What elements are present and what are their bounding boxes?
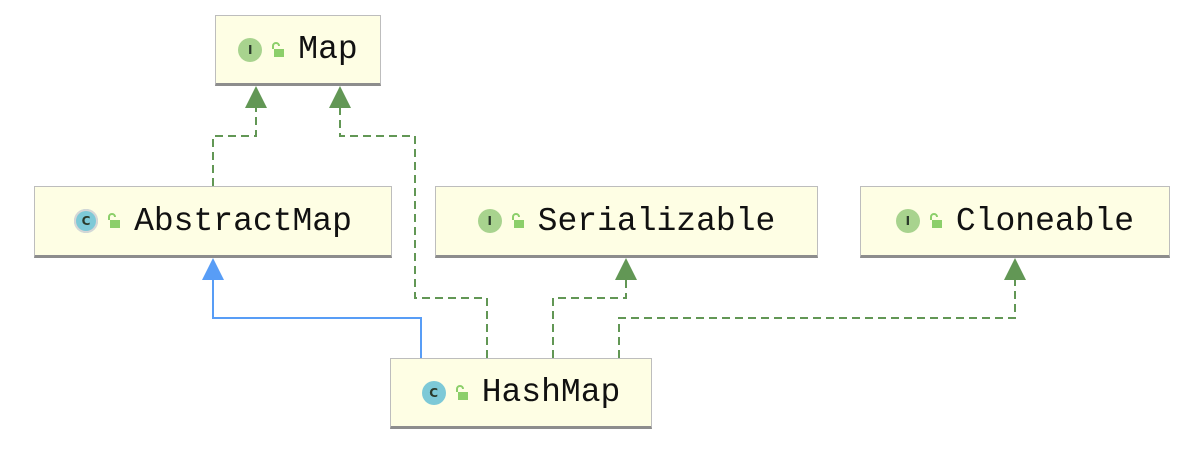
- arrowhead-hashmap-map: [329, 86, 351, 108]
- edge-hashmap-map: [339, 108, 488, 358]
- node-hashmap[interactable]: C HashMap: [390, 358, 652, 429]
- interface-icon: I: [895, 209, 920, 233]
- node-abstractmap[interactable]: C AbstractMap: [34, 186, 392, 258]
- unlock-icon: [108, 213, 121, 228]
- arrowhead-hashmap-serializable: [615, 258, 637, 280]
- interface-icon: I: [477, 209, 502, 233]
- node-map[interactable]: I Map: [215, 15, 381, 86]
- arrowhead-abstractmap-map: [245, 86, 267, 108]
- node-label: AbstractMap: [134, 202, 352, 240]
- node-label: Cloneable: [955, 202, 1135, 240]
- node-label: HashMap: [481, 374, 621, 411]
- node-label: Serializable: [537, 202, 776, 240]
- edge-hashmap-serializable: [552, 280, 627, 358]
- node-label: Map: [298, 31, 358, 68]
- unlock-icon: [272, 41, 285, 57]
- class-icon: C: [421, 380, 446, 405]
- abstract-class-icon: C: [74, 209, 99, 233]
- edge-abstractmap-map: [212, 108, 257, 186]
- unlock-icon: [929, 213, 942, 228]
- node-serializable[interactable]: I Serializable: [435, 186, 818, 258]
- unlock-icon: [455, 384, 468, 400]
- arrowhead-hashmap-cloneable: [1004, 258, 1026, 280]
- edge-hashmap-abstractmap: [212, 280, 422, 358]
- unlock-icon: [511, 213, 524, 228]
- node-cloneable[interactable]: I Cloneable: [860, 186, 1170, 258]
- interface-icon: I: [238, 37, 263, 62]
- arrowhead-hashmap-abstractmap: [202, 258, 224, 280]
- edge-hashmap-cloneable: [618, 280, 1016, 358]
